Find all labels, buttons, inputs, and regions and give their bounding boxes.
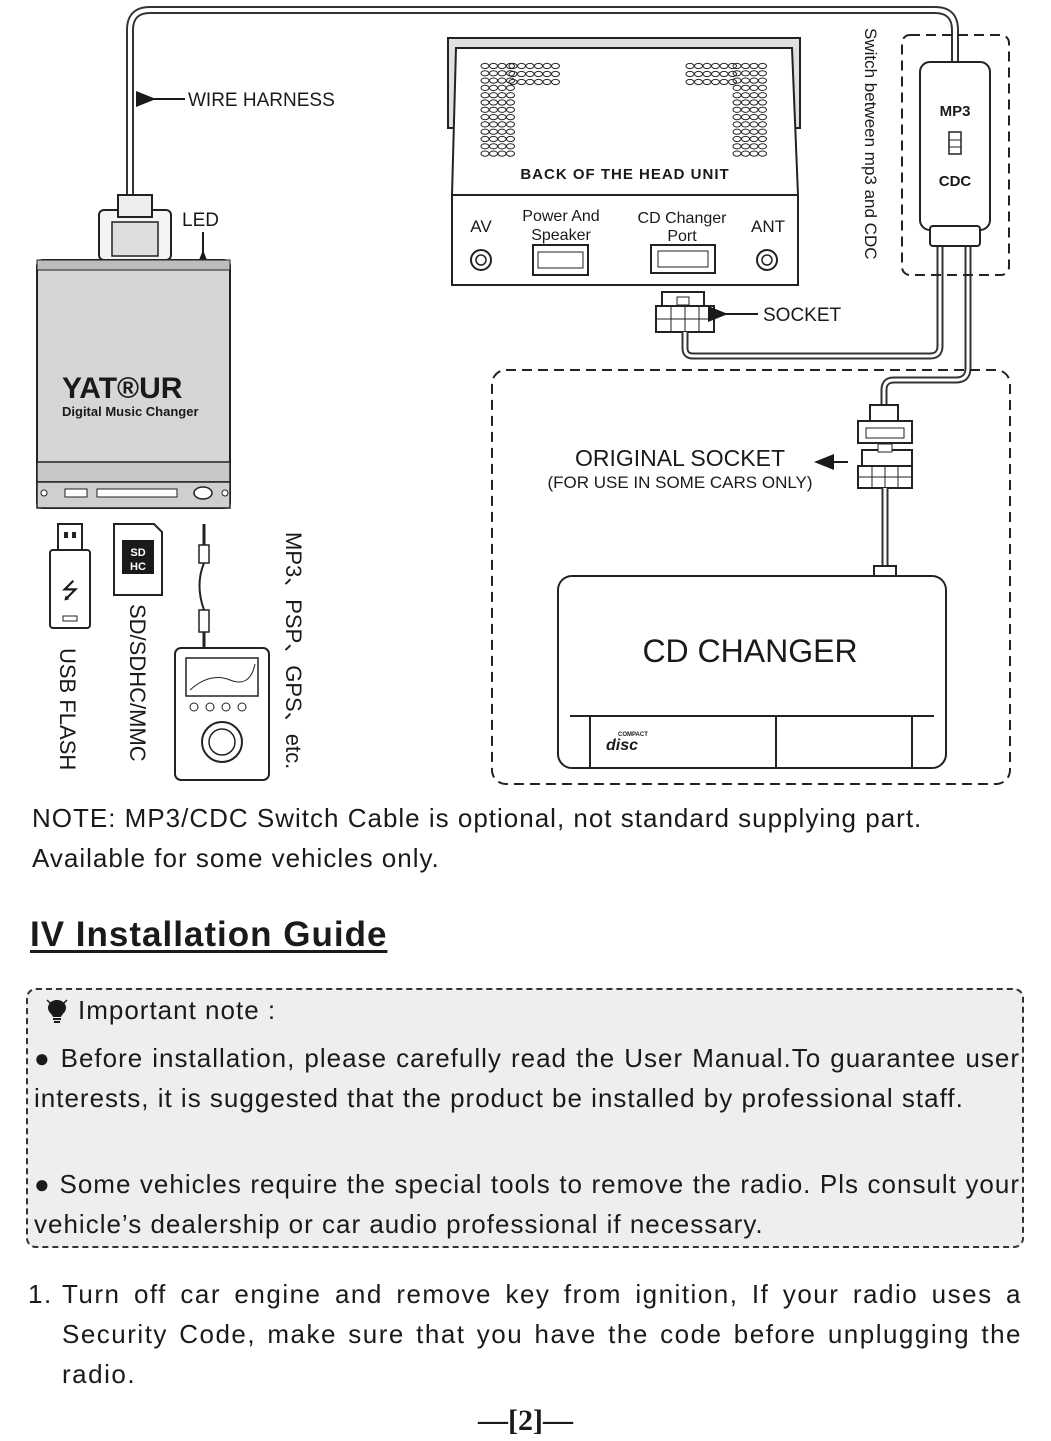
important-item-1: ● Before installation, please carefully … — [34, 1043, 1020, 1113]
note-line-1: NOTE: MP3/CDC Switch Cable is optional, … — [32, 803, 923, 833]
brand-name: YAT®UR — [62, 372, 183, 405]
port-cdc-label-1: CD Changer — [638, 210, 728, 227]
usb-label: USB FLASH — [55, 648, 80, 770]
head-unit-label: BACK OF THE HEAD UNIT — [520, 166, 729, 183]
usb-flash-icon: ⭍ — [49, 523, 91, 629]
original-socket-label: ORIGINAL SOCKET — [575, 445, 785, 471]
sd-label: SD/SDHC/MMC — [125, 604, 150, 762]
important-item-2: ● Some vehicles require the special tool… — [34, 1169, 1020, 1239]
wire-harness-label: WIRE HARNESS — [188, 90, 335, 111]
mp3-player-icon — [174, 524, 270, 781]
mp3-label: MP3、PSP、GPS、etc. — [281, 532, 306, 769]
cd-changer-label: CD CHANGER — [642, 633, 857, 669]
compact-disc-logo: disc — [606, 737, 638, 754]
section-title: IV Installation Guide — [30, 915, 388, 954]
socket-label: SOCKET — [763, 305, 842, 326]
cd-changer-dashed-box — [491, 369, 1011, 785]
port-ant-label: ANT — [751, 217, 785, 236]
port-power-label-2: Speaker — [531, 227, 591, 244]
switch-mp3-label: MP3 — [940, 103, 971, 120]
svg-text:⭍: ⭍ — [61, 578, 79, 603]
port-cdc-label-2: Port — [667, 228, 697, 245]
original-socket-note: (FOR USE IN SOME CARS ONLY) — [547, 473, 812, 492]
db-connector — [98, 194, 172, 261]
led-label: LED — [182, 210, 219, 231]
adapter-connectors — [857, 404, 913, 577]
brand-subtitle: Digital Music Changer — [62, 404, 199, 419]
yatour-device — [36, 259, 231, 509]
svg-text:HC: HC — [130, 561, 146, 573]
compact-disc-logo-small: COMPACT — [618, 732, 648, 738]
head-unit — [447, 37, 801, 286]
switch-cable — [681, 245, 972, 405]
important-note-heading: Important note : — [46, 995, 276, 1026]
step-1-number: 1. — [28, 1279, 53, 1309]
page-number: —[2]— — [478, 1404, 573, 1437]
svg-text:SD: SD — [130, 547, 145, 559]
wire-harness-cable — [126, 6, 959, 195]
socket-connector — [655, 291, 715, 333]
note-line-2: Available for some vehicles only. — [32, 843, 440, 873]
switch-dashed-box — [901, 34, 1010, 276]
switch-cdc-label: CDC — [939, 173, 972, 190]
port-av-label: AV — [470, 217, 492, 236]
sd-card-icon: SD HC — [113, 523, 163, 596]
switch-label: Switch between mp3 and CDC — [861, 28, 880, 260]
mp3-cdc-switch — [919, 61, 991, 247]
connection-diagram: WIRE HARNESS LED YAT®UR Digital Music Ch… — [36, 6, 1011, 785]
head-unit-vent-holes — [480, 62, 767, 157]
important-note-heading-text: Important note : — [78, 995, 277, 1025]
cd-changer — [557, 575, 947, 769]
important-note-box — [26, 988, 1024, 1248]
step-1: 1. Turn off car engine and remove key fr… — [28, 1274, 1022, 1394]
step-1-text: Turn off car engine and remove key from … — [62, 1279, 1022, 1389]
port-power-label-1: Power And — [522, 208, 599, 225]
lightbulb-icon — [46, 998, 68, 1023]
